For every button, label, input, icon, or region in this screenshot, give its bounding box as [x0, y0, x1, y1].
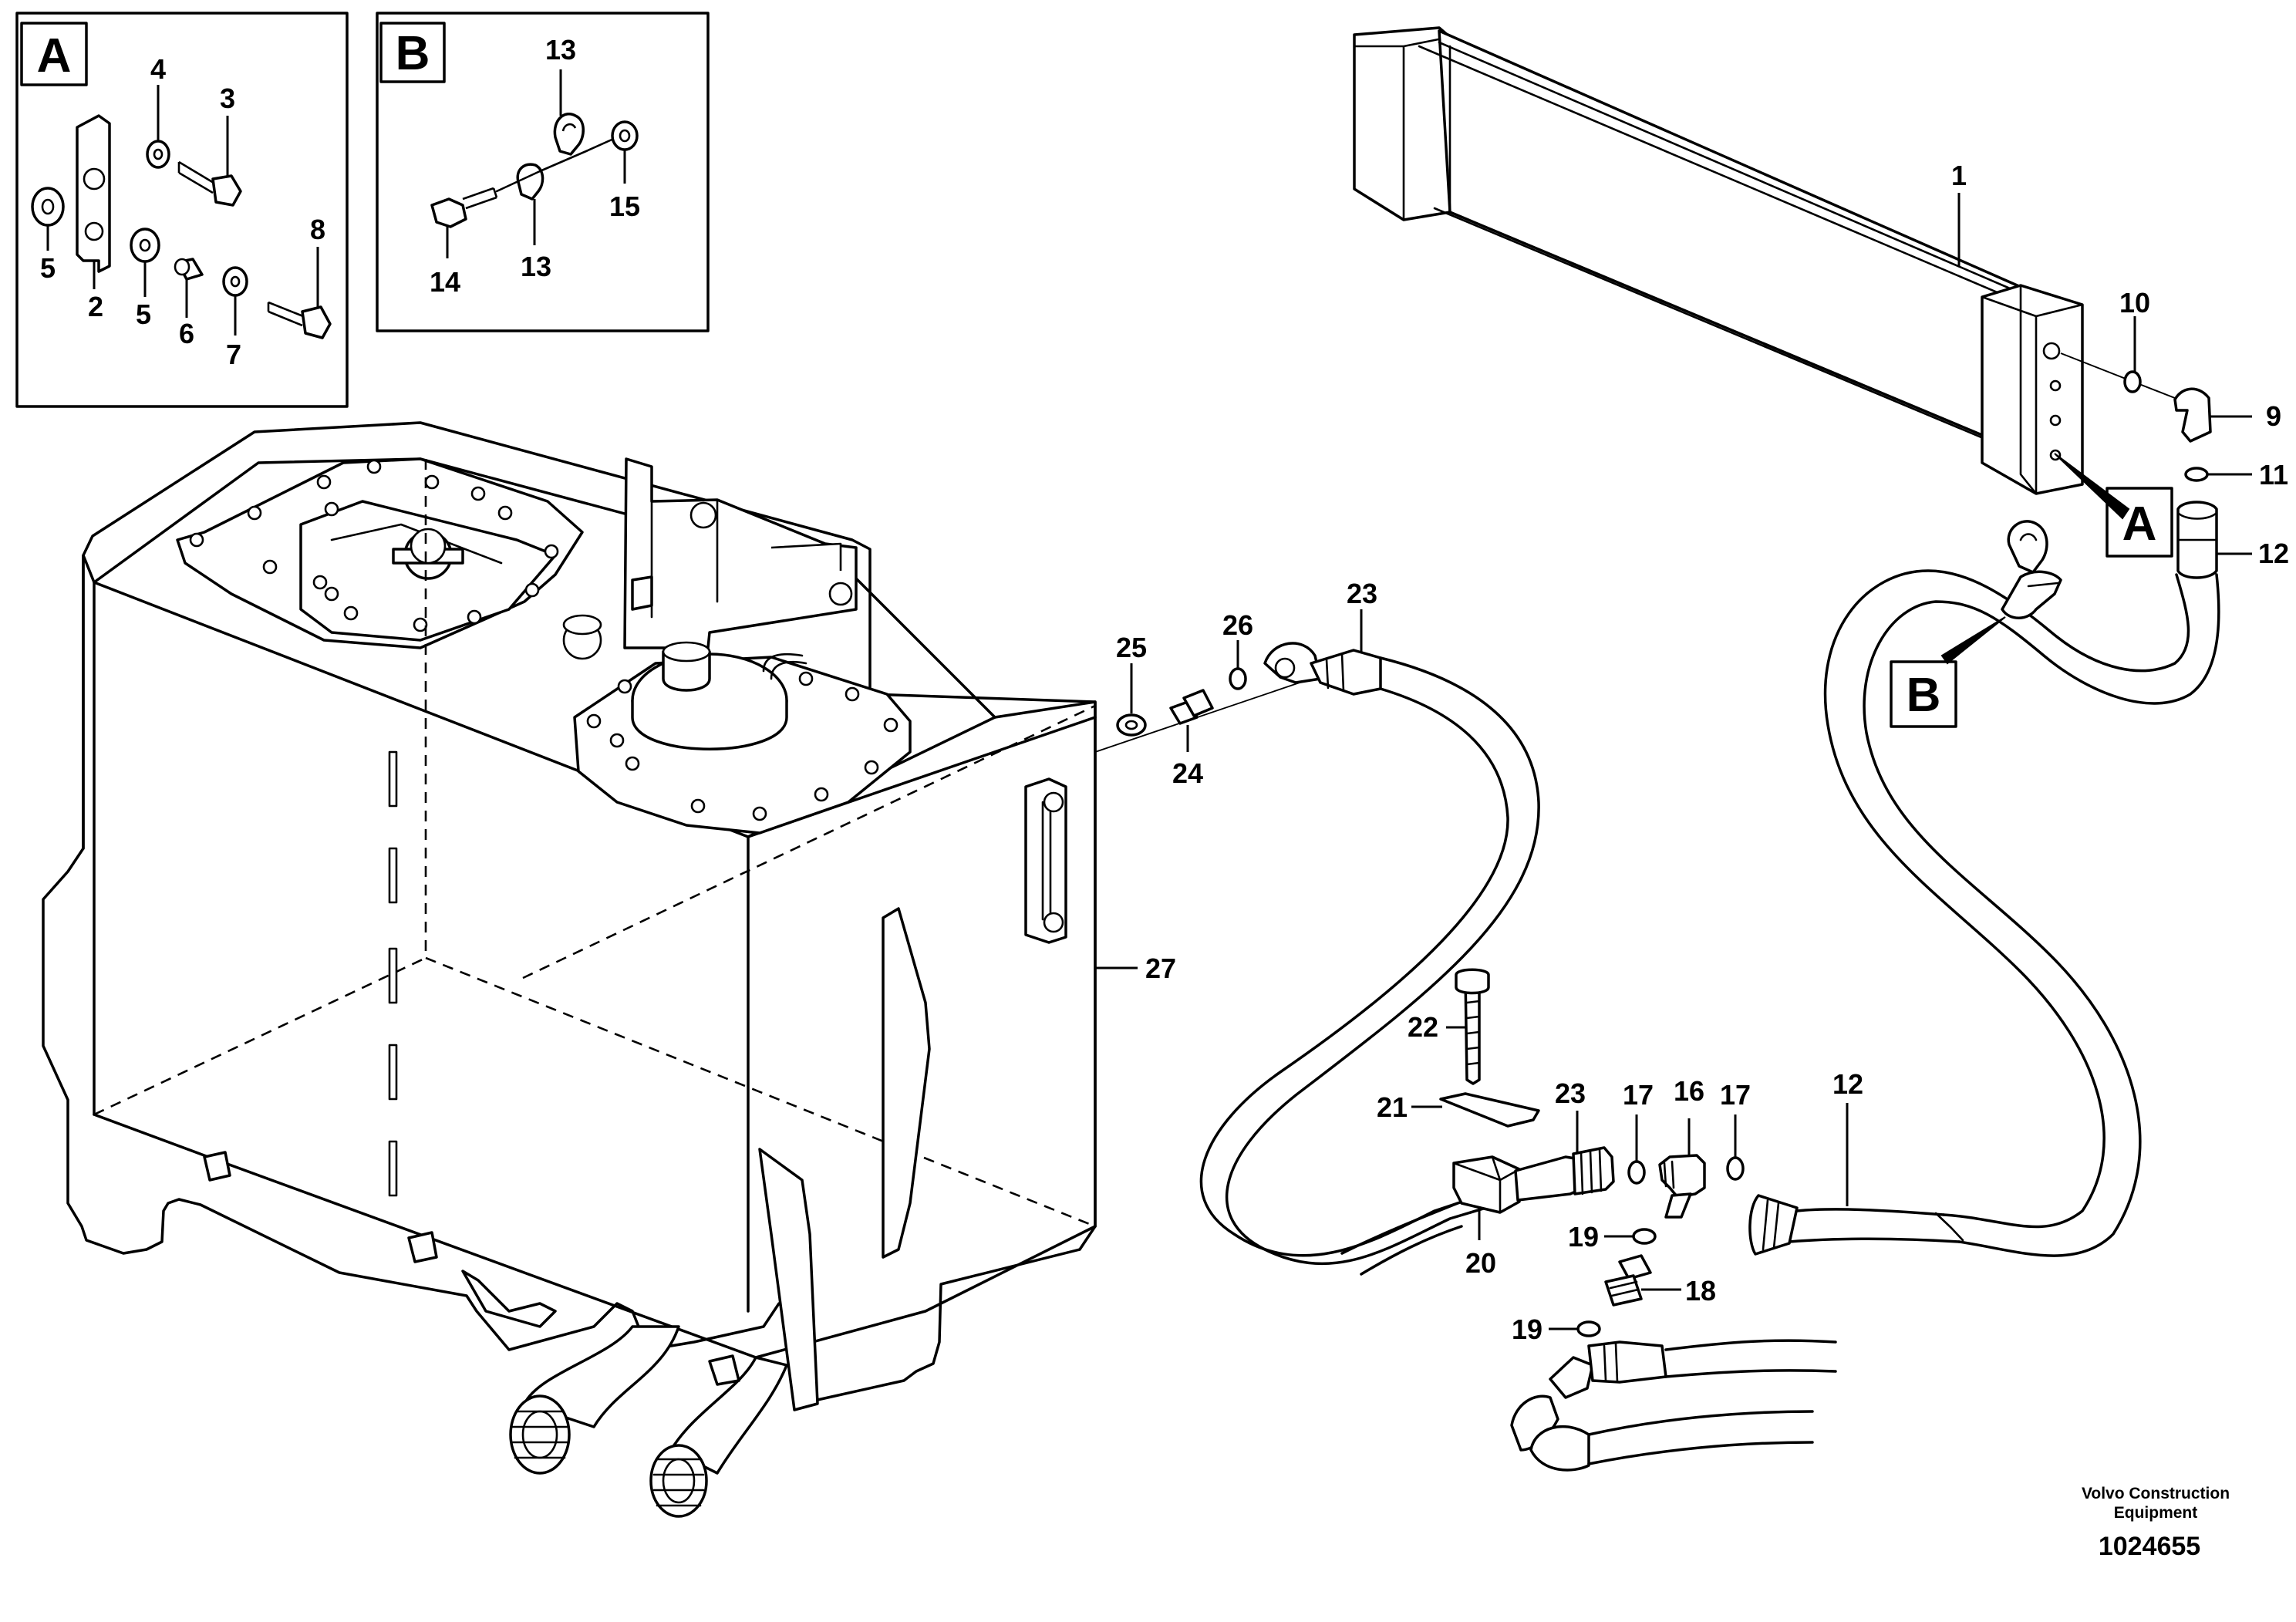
label-8: 8 [310, 214, 325, 245]
lower-fitting-assembly: 22 21 20 23 17 16 17 19 [1340, 968, 1837, 1472]
label-15: 15 [609, 191, 640, 222]
detail-box-b: B 13 15 14 13 [376, 12, 710, 332]
label-5a: 5 [40, 252, 56, 284]
callout-a: A [2054, 453, 2173, 558]
label-27: 27 [1145, 953, 1176, 984]
label-10: 10 [2119, 287, 2150, 319]
label-17a: 17 [1623, 1079, 1654, 1111]
label-26: 26 [1222, 609, 1253, 641]
label-19b: 19 [1512, 1313, 1542, 1345]
tank-return-fittings: 25 24 26 23 [1094, 578, 1540, 1266]
label-12b: 12 [1832, 1068, 1863, 1100]
label-6: 6 [179, 318, 194, 349]
drawing-number: 1024655 [2099, 1532, 2200, 1561]
label-11: 11 [2259, 459, 2288, 491]
label-16: 16 [1674, 1075, 1704, 1107]
label-21: 21 [1377, 1091, 1408, 1123]
oil-cooler: 1 [1353, 26, 2084, 495]
label-18: 18 [1685, 1275, 1716, 1307]
footer: Volvo Construction Equipment 1024655 [2082, 1485, 2230, 1561]
hydraulic-tank: 27 [42, 421, 1176, 1518]
hose-clamp [2001, 520, 2062, 619]
label-24: 24 [1172, 757, 1203, 789]
label-7: 7 [226, 339, 241, 370]
label-19a: 19 [1568, 1221, 1599, 1253]
label-3: 3 [220, 83, 235, 114]
callout-b: B [1890, 616, 2006, 728]
label-5b: 5 [136, 298, 151, 330]
brand-line-2: Equipment [2114, 1504, 2198, 1522]
hose-12: 12 [1748, 569, 2220, 1257]
label-2: 2 [88, 291, 103, 322]
detail-box-a: A 4 3 8 5 [15, 12, 349, 408]
label-14: 14 [430, 266, 460, 298]
callout-b-letter: B [1907, 669, 1941, 722]
cooler-fittings: 10 9 11 12 [2060, 287, 2289, 579]
label-22: 22 [1408, 1011, 1438, 1043]
label-12a: 12 [2258, 538, 2289, 569]
outlet-pipes [509, 1325, 788, 1518]
level-marks [388, 750, 398, 1197]
detail-box-b-letter: B [396, 27, 430, 80]
label-13b: 13 [521, 251, 551, 282]
label-1: 1 [1951, 160, 1967, 191]
detail-box-a-letter: A [37, 29, 72, 83]
callout-a-letter: A [2122, 497, 2157, 551]
label-23a: 23 [1347, 578, 1377, 609]
label-4: 4 [150, 53, 166, 85]
label-13a: 13 [545, 34, 576, 66]
label-25: 25 [1116, 632, 1147, 663]
plate-bolts [189, 459, 559, 632]
brand-line-1: Volvo Construction [2082, 1485, 2230, 1502]
filter-bolts [586, 671, 899, 821]
label-20: 20 [1465, 1247, 1496, 1279]
label-23b: 23 [1555, 1077, 1586, 1109]
label-17b: 17 [1720, 1079, 1751, 1111]
label-9: 9 [2266, 400, 2281, 432]
